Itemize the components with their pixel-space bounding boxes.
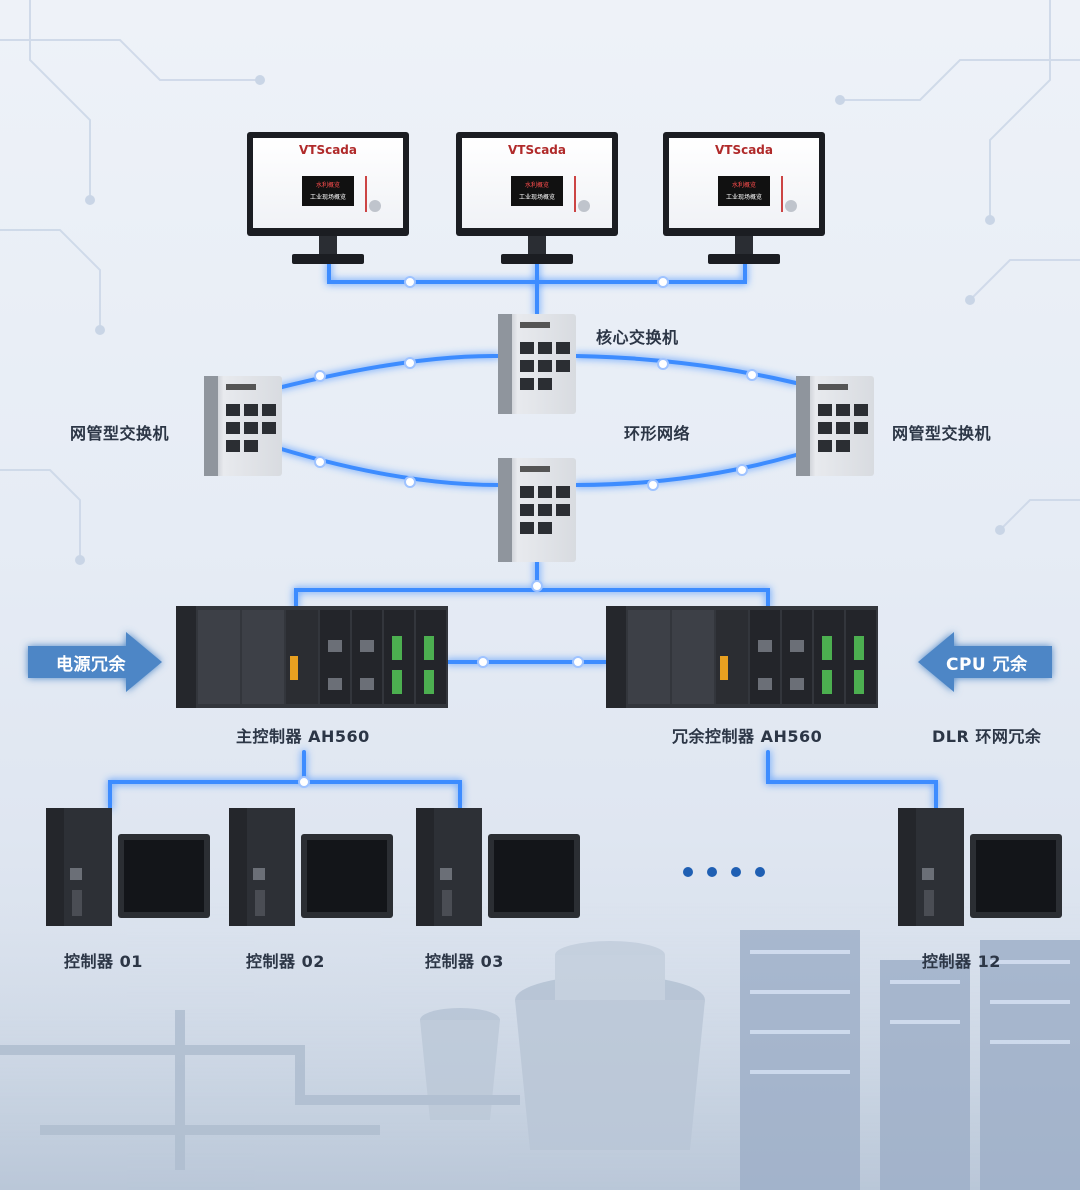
managed-switch-right	[796, 376, 874, 476]
power-redundancy-arrow	[28, 632, 162, 692]
managed-switch-left	[204, 376, 282, 476]
cpu-redundancy-arrow	[918, 632, 1052, 692]
managed-switch-right-label: 网管型交换机	[892, 424, 992, 443]
monitor-line1: 水利概览	[732, 181, 756, 189]
link-nodes	[298, 276, 758, 788]
plant-background	[0, 900, 1080, 1190]
monitor-line1: 水利概览	[316, 181, 340, 189]
monitor-line2: 工业现场概览	[310, 193, 346, 201]
power-redundancy-label: 电源冗余	[56, 655, 126, 675]
core-switch-label: 核心交换机	[596, 328, 679, 347]
controller-03-label: 控制器 03	[425, 952, 504, 971]
monitor-brand: VTScada	[508, 143, 566, 157]
network-links	[108, 260, 938, 810]
controller-02-label: 控制器 02	[246, 952, 325, 971]
redundant-controller	[606, 606, 878, 708]
cpu-redundancy-label: CPU 冗余	[946, 655, 1028, 675]
main-controller-label: 主控制器 AH560	[236, 727, 370, 746]
subcontroller-12	[898, 808, 1062, 926]
ring-switch-bottom	[498, 458, 576, 562]
subcontroller-01	[46, 808, 210, 926]
main-controller	[176, 606, 448, 708]
monitor-1: VTScada 水利概览 工业现场概览	[247, 132, 409, 264]
background-circuit	[0, 0, 1080, 560]
subcontroller-02	[229, 808, 393, 926]
more-controllers-ellipsis	[683, 867, 765, 877]
monitor-3: VTScada 水利概览 工业现场概览	[663, 132, 825, 264]
controller-01-label: 控制器 01	[64, 952, 143, 971]
dlr-redundancy-label: DLR 环网冗余	[932, 727, 1042, 746]
monitor-line2: 工业现场概览	[519, 193, 555, 201]
controller-12-label: 控制器 12	[922, 952, 1001, 971]
ring-network-label: 环形网络	[624, 424, 691, 443]
redundant-controller-label: 冗余控制器 AH560	[672, 727, 823, 746]
core-switch	[498, 314, 576, 414]
subcontroller-03	[416, 808, 580, 926]
background-circuit-dots	[75, 75, 1005, 565]
managed-switch-left-label: 网管型交换机	[70, 424, 170, 443]
monitor-brand: VTScada	[299, 143, 357, 157]
monitor-line1: 水利概览	[525, 181, 549, 189]
monitor-brand: VTScada	[715, 143, 773, 157]
monitor-2: VTScada 水利概览 工业现场概览	[456, 132, 618, 264]
monitor-line2: 工业现场概览	[726, 193, 762, 201]
